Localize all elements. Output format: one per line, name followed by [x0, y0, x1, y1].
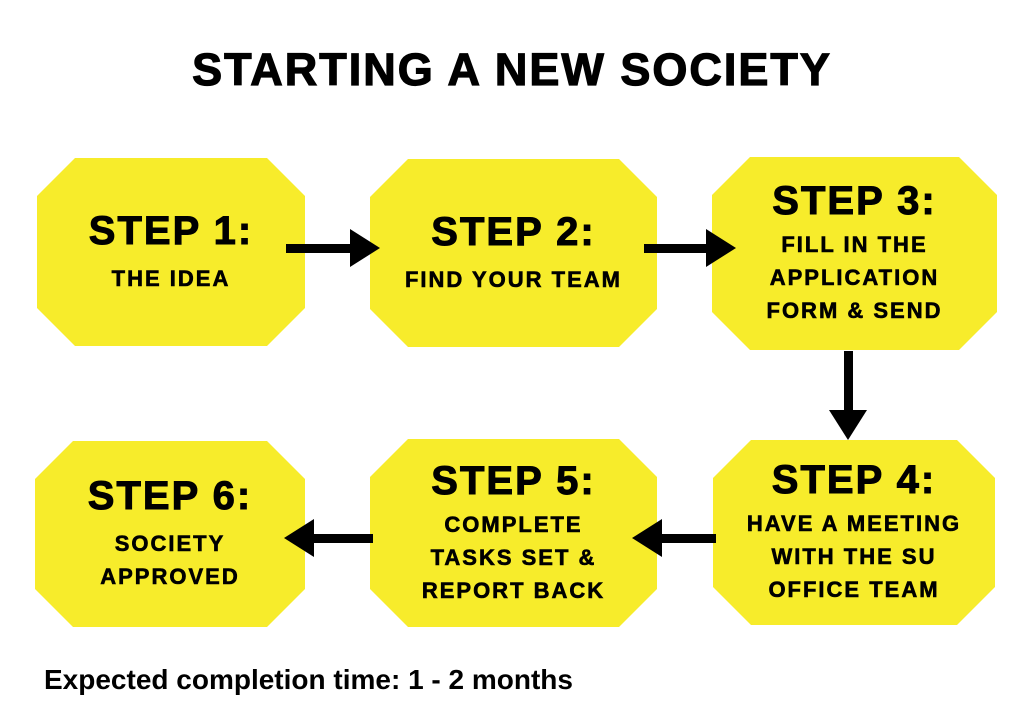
arrow-shaft — [314, 533, 373, 543]
step-3-heading: STEP 3: — [772, 179, 937, 223]
arrow-left-icon — [284, 519, 373, 557]
arrow-shaft — [286, 243, 350, 253]
step-4-box: STEP 4: HAVE A MEETING WITH THE SU OFFIC… — [713, 440, 995, 625]
arrow-left-icon — [632, 519, 716, 557]
step-4-heading: STEP 4: — [771, 458, 937, 502]
step-1-box: STEP 1: THE IDEA — [37, 158, 305, 346]
arrow-head — [829, 410, 867, 440]
step-6-body: SOCIETY APPROVED — [100, 531, 240, 589]
arrow-shaft — [662, 533, 716, 543]
step-6-heading: STEP 6: — [87, 474, 253, 518]
arrow-right-icon — [286, 229, 380, 267]
footer-note: Expected completion time: 1 - 2 months — [44, 664, 573, 695]
step-2-body: FIND YOUR TEAM — [404, 266, 623, 292]
arrow-shaft — [843, 351, 853, 410]
step-2-box: STEP 2: FIND YOUR TEAM — [370, 159, 657, 347]
arrow-head — [350, 229, 380, 267]
step-1-body: THE IDEA — [111, 265, 231, 291]
step-5-body: COMPLETE TASKS SET & REPORT BACK — [421, 511, 606, 603]
step-5-box: STEP 5: COMPLETE TASKS SET & REPORT BACK — [370, 439, 657, 627]
step-3-body: FILL IN THE APPLICATION FORM & SEND — [766, 232, 943, 323]
step-2-heading: STEP 2: — [431, 209, 596, 254]
step-4-body: HAVE A MEETING WITH THE SU OFFICE TEAM — [746, 511, 962, 602]
step-3-box: STEP 3: FILL IN THE APPLICATION FORM & S… — [712, 157, 997, 350]
step-6-box: STEP 6: SOCIETY APPROVED — [35, 441, 305, 627]
arrow-shaft — [644, 243, 706, 253]
arrow-down-icon — [829, 351, 867, 440]
arrow-head — [632, 519, 662, 557]
arrow-head — [706, 229, 736, 267]
arrow-head — [284, 519, 314, 557]
step-5-heading: STEP 5: — [431, 458, 596, 503]
step-1-heading: STEP 1: — [88, 208, 254, 253]
page-title: STARTING A NEW SOCIETY — [191, 43, 832, 95]
arrow-right-icon — [644, 229, 736, 267]
